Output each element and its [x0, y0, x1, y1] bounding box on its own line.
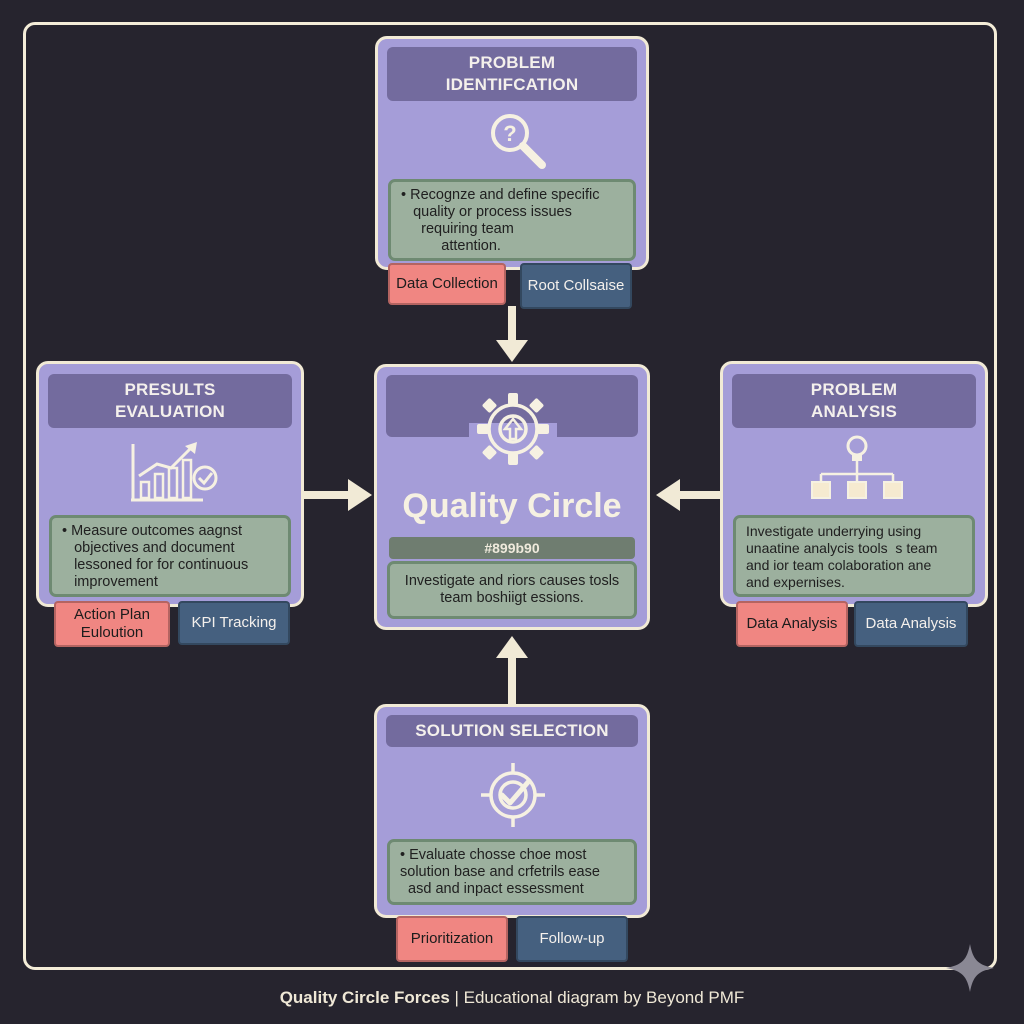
card-problem-identification: PROBLEM IDENTIFCATION ? • Recognze and d…: [375, 36, 649, 270]
card-title: SOLUTION SELECTION: [415, 721, 609, 740]
card-title-line2: EVALUATION: [115, 402, 225, 421]
tag-root-cause: Root Collsaise: [520, 263, 632, 309]
diagram-caption: Quality Circle Forces | Educational diag…: [0, 988, 1024, 1008]
target-check-icon: [481, 763, 545, 827]
caption-title: Quality Circle Forces: [279, 988, 450, 1007]
arrow-bottom-to-center: [496, 636, 528, 706]
card-header: PROBLEM ANALYSIS: [732, 374, 976, 428]
card-title-line1: PROBLEM: [810, 380, 898, 399]
card-quality-circle: Quality Circle #899b90 Investigate and r…: [374, 364, 650, 630]
card-header: SOLUTION SELECTION: [386, 715, 638, 747]
magnifier-question-icon: ?: [491, 114, 546, 169]
sparkle-icon: [946, 944, 994, 992]
tag-line1: Action Plan: [74, 606, 150, 623]
card-solution-selection: SOLUTION SELECTION • Evaluate chosse cho…: [374, 704, 650, 918]
card-title-line1: PRESULTS: [124, 380, 216, 399]
tag-data-analysis-2: Data Analysis: [854, 601, 968, 647]
tag-follow-up: Follow-up: [516, 916, 628, 962]
center-title: Quality Circle: [402, 487, 622, 525]
card-body: • Evaluate chosse choe most solution bas…: [387, 839, 637, 905]
diagram-frame: [23, 22, 997, 970]
arrow-right-to-center: [656, 479, 722, 511]
center-body: Investigate and riors causes tosls team …: [387, 561, 637, 619]
card-header: PRESULTS EVALUATION: [48, 374, 292, 428]
chart-check-icon: [131, 442, 218, 502]
card-title-line2: IDENTIFCATION: [445, 75, 579, 94]
tag-data-analysis-1: Data Analysis: [736, 601, 848, 647]
tag-line2: Euloution: [80, 624, 144, 641]
card-body: • Recognze and define specific quality o…: [388, 179, 636, 261]
tag-action-plan-evolution: Action Plan Euloution: [54, 601, 170, 647]
card-title-line1: PROBLEM: [468, 53, 556, 72]
card-title-line2: ANALYSIS: [811, 402, 897, 421]
svg-text:?: ?: [503, 121, 516, 146]
caption-credit: | Educational diagram by Beyond PMF: [449, 988, 745, 1007]
center-code-label: #899b90: [389, 537, 635, 559]
gear-arrow-icon: [469, 393, 557, 471]
card-body: • Measure outcomes aagnst objectives and…: [49, 515, 291, 597]
card-results-evaluation: PRESULTS EVALUATION • Measure outcomes a…: [36, 361, 304, 607]
arrow-top-to-center: [496, 306, 528, 362]
card-header: PROBLEM IDENTIFCATION: [387, 47, 637, 101]
card-problem-analysis: PROBLEM ANALYSIS Investigate underrying …: [720, 361, 988, 607]
tag-prioritization: Prioritization: [396, 916, 508, 962]
card-body: Investigate underrying using unaatine an…: [733, 515, 975, 597]
tag-kpi-tracking: KPI Tracking: [178, 601, 290, 645]
tag-data-collection: Data Collection: [388, 263, 506, 305]
lightbulb-network-icon: [811, 435, 903, 499]
arrow-left-to-center: [304, 479, 372, 511]
